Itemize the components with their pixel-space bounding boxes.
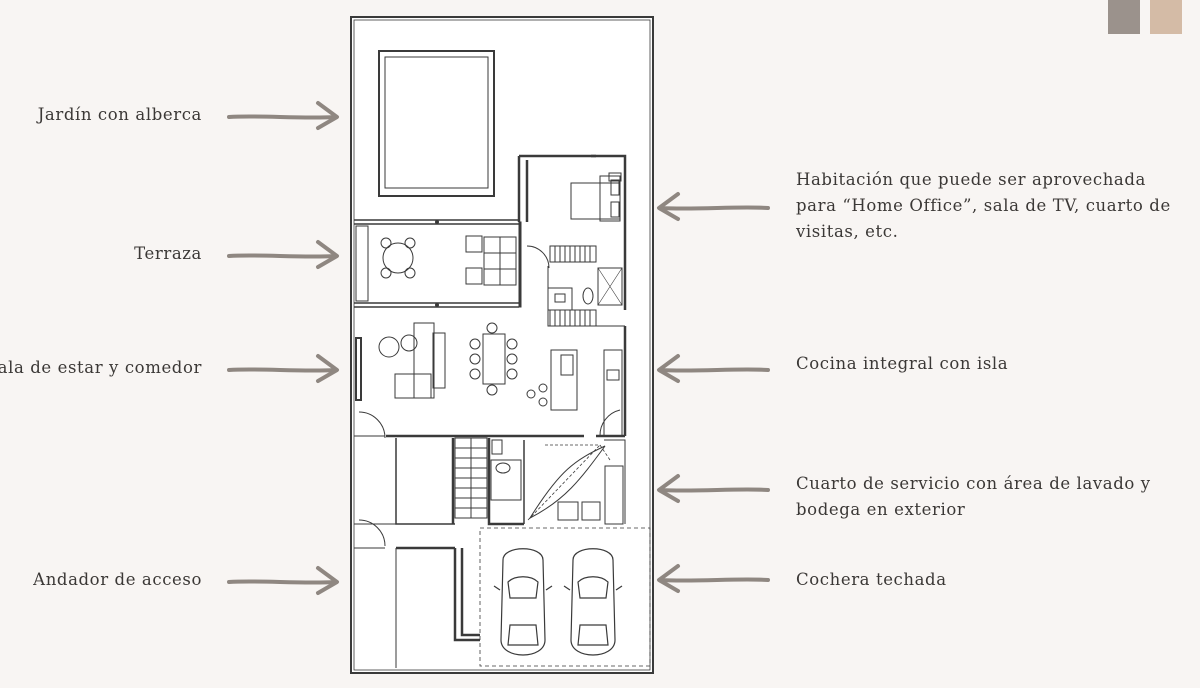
- label-habitacion-line-1: Habitación que puede ser aprovechada: [796, 170, 1146, 189]
- bathroom: [547, 266, 625, 327]
- label-terraza: Terraza: [134, 244, 202, 263]
- label-cochera: Cochera techada: [796, 567, 947, 593]
- car-icon-2: [563, 548, 623, 656]
- label-servicio-line-2: bodega en exterior: [796, 500, 966, 519]
- arrow-right-jardin: [227, 101, 339, 130]
- garage: [479, 527, 651, 667]
- arrow-left-cocina: [657, 354, 770, 383]
- service-room: [395, 438, 626, 526]
- label-cocina-line-1: Cocina integral con isla: [796, 354, 1009, 373]
- arrow-right-andador: [227, 566, 339, 595]
- bedroom: [517, 154, 627, 310]
- bed-icon: [570, 172, 622, 222]
- label-sala: Sala de estar y comedor: [0, 358, 202, 377]
- stairs: [454, 437, 488, 519]
- color-swatch-taupe: [1108, 0, 1140, 34]
- label-cochera-line-1: Cochera techada: [796, 570, 947, 589]
- label-andador: Andador de acceso: [33, 570, 202, 589]
- living-dining: [354, 322, 518, 439]
- car-icon-1: [493, 548, 553, 656]
- kitchen: [386, 326, 627, 438]
- label-jardin: Jardín con alberca: [37, 105, 202, 124]
- closet: [526, 245, 597, 327]
- label-servicio: Cuarto de servicio con área de lavado y …: [796, 471, 1151, 523]
- arrow-left-cochera: [657, 564, 770, 593]
- terrace: [354, 219, 522, 308]
- color-swatch-sand: [1150, 0, 1182, 34]
- access-walkway: [354, 519, 480, 668]
- label-habitacion: Habitación que puede ser aprovechada par…: [796, 167, 1171, 245]
- arrow-right-sala: [227, 354, 339, 383]
- arrow-left-servicio: [657, 474, 770, 503]
- arrow-right-terraza: [227, 240, 339, 269]
- label-habitacion-line-3: visitas, etc.: [796, 222, 899, 241]
- label-cocina: Cocina integral con isla: [796, 351, 1008, 377]
- arrow-left-habitacion: [657, 192, 770, 221]
- pool: [378, 50, 495, 197]
- label-servicio-line-1: Cuarto de servicio con área de lavado y: [796, 474, 1151, 493]
- label-habitacion-line-2: para “Home Office”, sala de TV, cuarto d…: [796, 196, 1171, 215]
